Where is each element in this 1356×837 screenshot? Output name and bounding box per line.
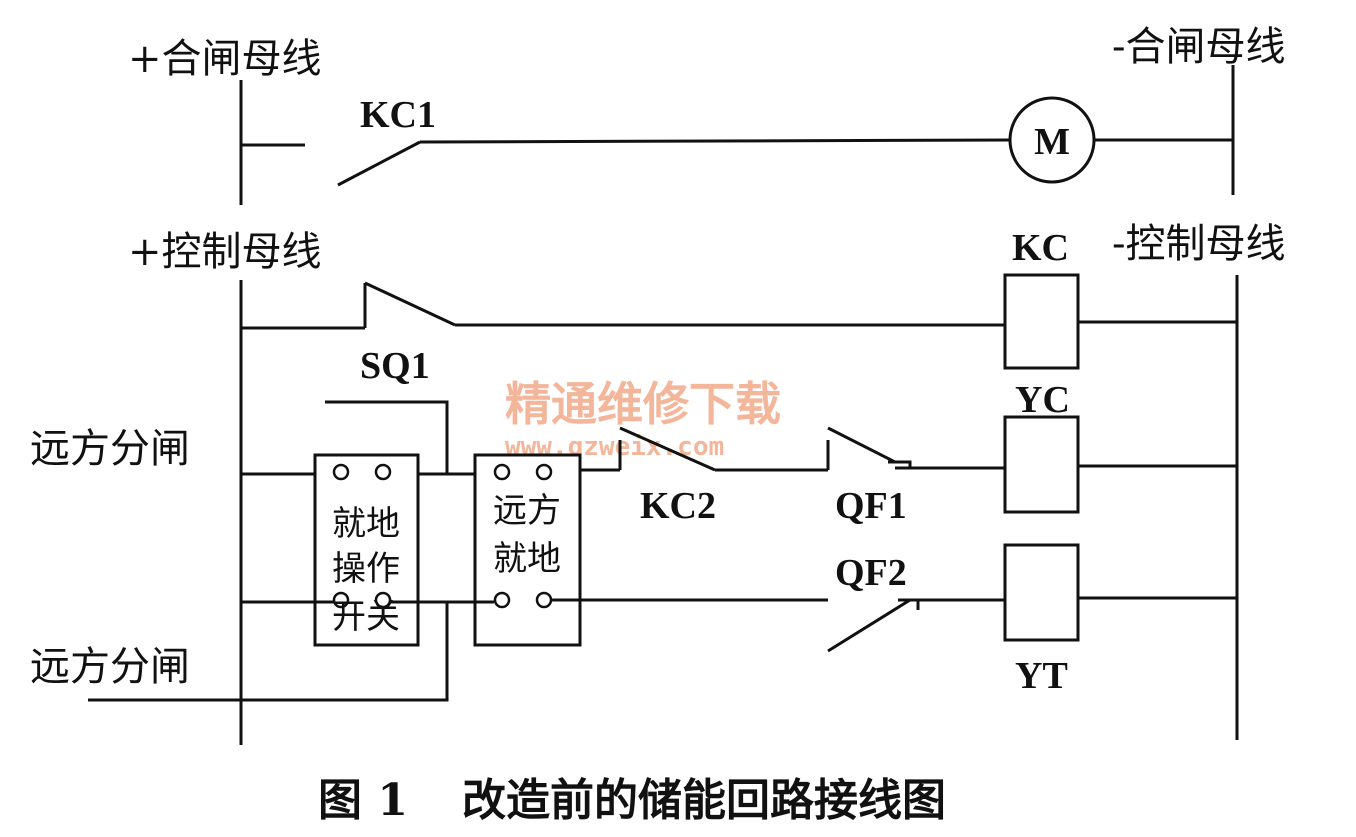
sq1-label: SQ1 <box>360 345 430 387</box>
yc-closing-coil <box>1003 415 1080 514</box>
remote-local-line-1: 远方 <box>493 491 561 531</box>
local-switch-terminal <box>332 463 350 481</box>
motor-wire-mid <box>419 138 1011 144</box>
watermark-text: 精通维修下载 <box>505 377 781 431</box>
figure-number: 图 1 <box>318 775 408 826</box>
yt-trip-coil <box>1003 543 1080 642</box>
remote-trip-bottom-wire <box>88 602 449 702</box>
closing-neg-label: -合闸母线 <box>1112 24 1286 70</box>
remote-trip-bottom-label: 远方分闸 <box>30 644 190 690</box>
yc-label: YC <box>1015 379 1070 421</box>
local-operation-switch <box>313 453 420 647</box>
qf1-label: QF1 <box>835 485 907 527</box>
kc2-contact-blade <box>619 426 716 472</box>
remote-local-terminal <box>535 591 553 609</box>
kc-relay-coil <box>1003 273 1080 370</box>
local-switch-terminal <box>332 591 350 609</box>
control-pos-label: +控制母线 <box>128 229 322 275</box>
kc1-contact-blade <box>337 140 421 187</box>
motor-label: M <box>1034 121 1070 163</box>
local-switch-line-1: 就地 <box>332 504 400 544</box>
remote-local-terminal <box>493 463 511 481</box>
qf2-label: QF2 <box>835 552 907 594</box>
qf2-contact-blade <box>827 598 911 653</box>
kc1-label: KC1 <box>360 94 436 136</box>
remote-local-terminal <box>493 591 511 609</box>
local-switch-terminal <box>374 591 392 609</box>
local-switch-terminal <box>374 463 392 481</box>
kc-label: KC <box>1012 227 1069 269</box>
remote-trip-top-label: 远方分闸 <box>30 426 190 472</box>
remote-local-terminal <box>535 463 553 481</box>
qf1-contact-hook <box>888 460 912 468</box>
closing-pos-label: +合闸母线 <box>128 36 322 82</box>
remote-local-line-2: 就地 <box>493 539 561 579</box>
local-switch-line-2: 操作 <box>332 549 400 589</box>
qf1-contact-blade <box>827 426 896 464</box>
yt-label: YT <box>1015 655 1068 697</box>
sq1-contact-blade <box>364 281 456 327</box>
control-neg-label: -控制母线 <box>1112 221 1286 267</box>
kc2-label: KC2 <box>640 485 716 527</box>
sq1-branch-wire <box>325 400 449 475</box>
remote-local-switch <box>473 453 582 647</box>
figure-title: 改造前的储能回路接线图 <box>462 775 946 826</box>
local-switch-line-3: 开关 <box>332 597 400 637</box>
